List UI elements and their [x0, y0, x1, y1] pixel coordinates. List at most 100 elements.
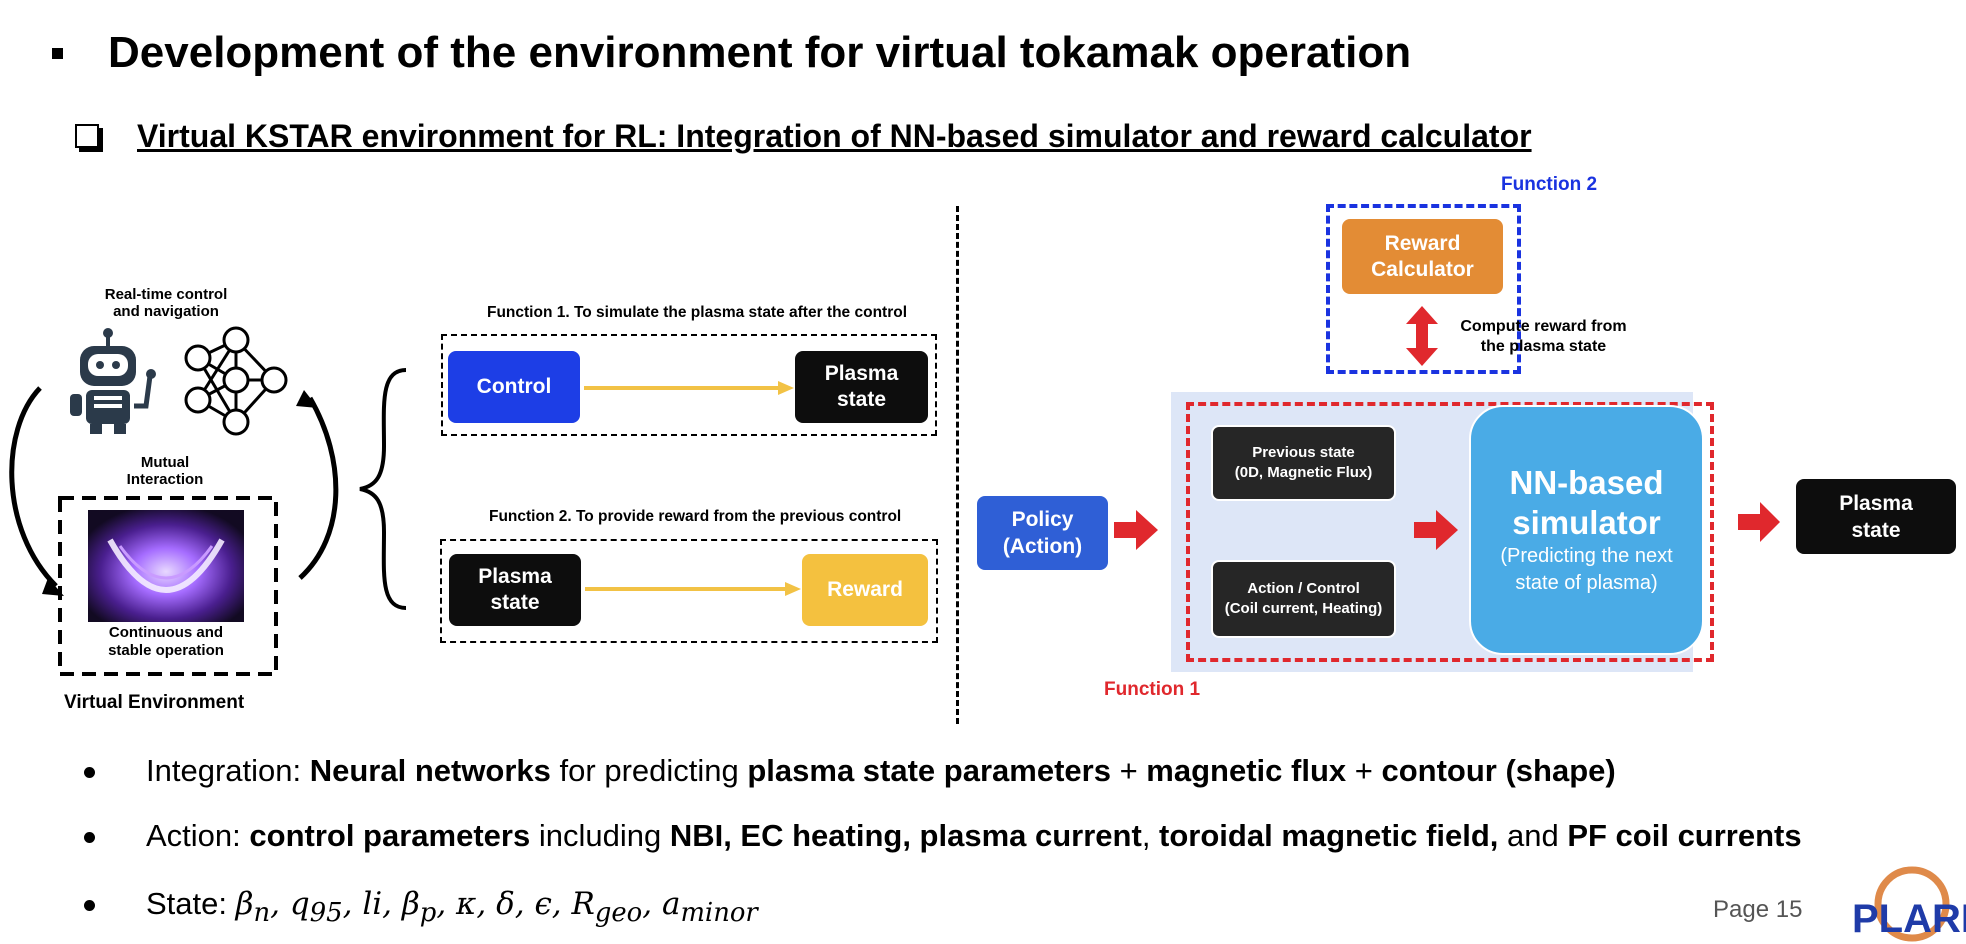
b3-symbol: , q [270, 886, 310, 922]
b3-symbol: , a [642, 886, 681, 922]
b2-bold: control parameters [249, 818, 531, 853]
page-title: Development of the environment for virtu… [108, 28, 1412, 77]
nn-line2: simulator [1512, 504, 1661, 541]
checkbox-bullet-icon [75, 124, 99, 148]
double-arrow-icon [1406, 306, 1438, 366]
bullet-dot [84, 767, 95, 778]
b2-text: Action: [146, 818, 250, 853]
red-arrow-icon [1414, 510, 1458, 550]
function1-red-dashed-box [1186, 402, 1714, 662]
action-line2: (Coil current, Heating) [1224, 600, 1383, 617]
b2-bold: NBI, EC heating, plasma current [669, 818, 1142, 853]
bullet-action: Action: control parameters including NBI… [146, 818, 1802, 854]
title-bullet [52, 48, 63, 59]
f1-plasma-line1: Plasma [824, 362, 899, 385]
b2-text: including [530, 818, 670, 853]
policy-line2: (Action) [1002, 535, 1083, 558]
b3-symbol: , li, β [342, 886, 420, 922]
b1-text: for predicting [550, 753, 748, 788]
out-plasma-line2: state [1851, 518, 1901, 542]
out-plasma-line1: Plasma [1839, 491, 1913, 515]
left-panel-graphics [9, 326, 339, 676]
nn-line3: (Predicting the next [1500, 545, 1673, 567]
control-box: Control [448, 351, 580, 423]
bullet-dot [84, 832, 95, 843]
function2-caption: Function 2. To provide reward from the p… [489, 508, 902, 525]
prev-state-line1: Previous state [1252, 444, 1355, 461]
compute-line1: Compute reward from [1460, 318, 1627, 335]
realtime-label-line1: Real-time control [104, 286, 228, 303]
function2-dashed-box [440, 539, 938, 643]
b3-sub: 95 [309, 898, 343, 929]
b1-bold: contour (shape) [1381, 753, 1616, 788]
b1-text: + [1110, 753, 1147, 788]
virtual-environment-label: Virtual Environment [64, 692, 245, 713]
b2-bold: toroidal magnetic field, [1159, 818, 1499, 853]
b3-symbol: β [235, 886, 254, 922]
continuous-line2: stable operation [108, 642, 224, 659]
output-plasma-state-box: Plasma state [1796, 479, 1956, 554]
robot-icon [70, 328, 156, 434]
reward-box: Reward [802, 554, 928, 626]
f1-plasma-line2: state [836, 388, 887, 411]
b2-text: , [1141, 818, 1160, 853]
compute-reward-label: Compute reward from the plasma state [1446, 317, 1641, 357]
f1-yellow-arrow [584, 381, 794, 395]
vertical-divider [956, 206, 959, 724]
previous-state-box: Previous state (0D, Magnetic Flux) [1211, 425, 1396, 501]
f2-plasma-line2: state [490, 591, 540, 614]
mutual-line2: Interaction [126, 471, 204, 488]
plare-logo: PLARE [1852, 866, 1966, 942]
red-arrow-icon [1738, 502, 1780, 542]
policy-line1: Policy [1011, 508, 1074, 531]
policy-action-box: Policy (Action) [977, 496, 1108, 570]
continuous-line1: Continuous and [108, 624, 224, 641]
nn-simulator-box: NN-based simulator (Predicting the next … [1469, 405, 1704, 655]
action-control-box: Action / Control (Coil current, Heating) [1211, 560, 1396, 638]
function2-label: Function 2 [1501, 174, 1598, 195]
function1-dashed-box [441, 334, 937, 436]
reward-calc-line2: Calculator [1371, 257, 1474, 281]
bullet-dot [84, 900, 95, 911]
nn-line1: NN-based [1509, 464, 1664, 501]
mutual-line1: Mutual [140, 454, 190, 471]
right-curved-arrow [298, 396, 339, 580]
reward-calculator-box: Reward Calculator [1342, 219, 1503, 294]
left-curved-arrow [9, 386, 58, 588]
b3-sub: minor [680, 898, 758, 929]
tokamak-image [88, 510, 244, 622]
f2-yellow-arrow [585, 582, 801, 596]
bullet-state: State: βn, q95, li, βp, κ, δ, ϵ, Rgeo, a… [146, 886, 758, 928]
nn-line4: state of plasma) [1515, 572, 1658, 594]
b3-sub: geo [594, 898, 643, 929]
bullet-integration: Integration: Neural networks for predict… [146, 753, 1616, 789]
b2-bold: PF coil currents [1567, 818, 1802, 853]
f1-plasma-state-box: Plasma state [795, 351, 928, 423]
b3-symbol: , κ, δ, ϵ, R [436, 886, 595, 922]
plare-logo-text: PLARE [1852, 897, 1966, 941]
b1-text: + [1346, 753, 1382, 788]
compute-line2: the plasma state [1480, 338, 1607, 355]
function2-blue-dashed-box [1326, 204, 1521, 374]
red-arrow-icon [1114, 510, 1158, 550]
neural-network-icon [184, 326, 288, 436]
page-number: Page 15 [1713, 896, 1803, 923]
b1-bold: plasma state parameters [747, 753, 1111, 788]
realtime-label-line2: and navigation [113, 303, 219, 320]
b3-text: State: [146, 886, 236, 921]
realtime-label: Real-time control and navigation [96, 286, 236, 320]
curly-brace [359, 368, 407, 610]
b3-sub: p [419, 898, 437, 929]
function1-caption: Function 1. To simulate the plasma state… [487, 304, 908, 321]
continuous-label: Continuous and stable operation [96, 624, 236, 660]
b1-bold: Neural networks [309, 753, 551, 788]
virtual-env-dashed-box [58, 496, 278, 676]
reward-calc-line1: Reward [1384, 231, 1461, 255]
mutual-interaction-label: Mutual Interaction [100, 454, 230, 488]
b3-sub: n [253, 898, 271, 929]
f2-plasma-line1: Plasma [478, 565, 552, 588]
b1-bold: magnetic flux [1146, 753, 1347, 788]
f2-plasma-state-box: Plasma state [449, 554, 581, 626]
function1-label: Function 1 [1104, 679, 1201, 700]
prev-state-line2: (0D, Magnetic Flux) [1234, 464, 1373, 481]
